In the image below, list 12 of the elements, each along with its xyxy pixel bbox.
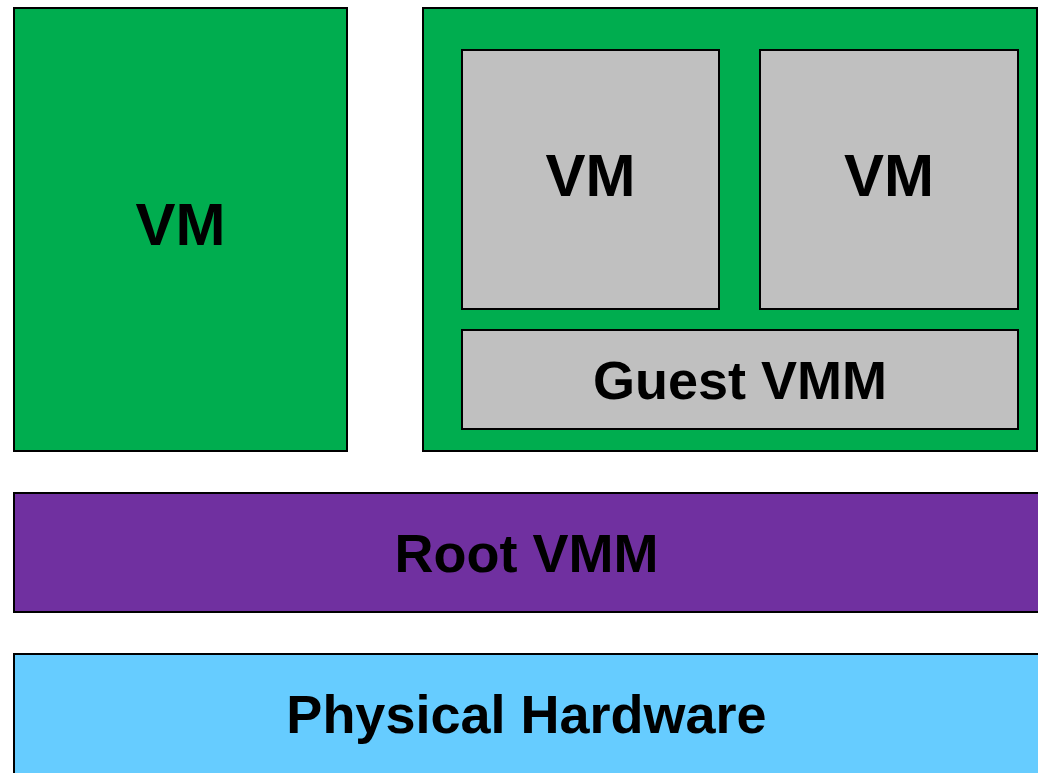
vm-block xyxy=(759,49,1019,310)
vm-block xyxy=(13,7,348,452)
vmm-layer xyxy=(461,329,1019,430)
vm-block xyxy=(461,49,720,310)
layer-label: VM xyxy=(135,194,226,255)
nested-vm-panel xyxy=(422,7,1038,452)
hardware-layer xyxy=(13,653,1038,773)
layer-label: Root VMM xyxy=(394,525,659,580)
layer-label: Guest VMM xyxy=(593,352,887,407)
vmm-layer xyxy=(13,492,1038,613)
layer-label: VM xyxy=(844,145,934,206)
layer-label: VM xyxy=(545,145,636,206)
